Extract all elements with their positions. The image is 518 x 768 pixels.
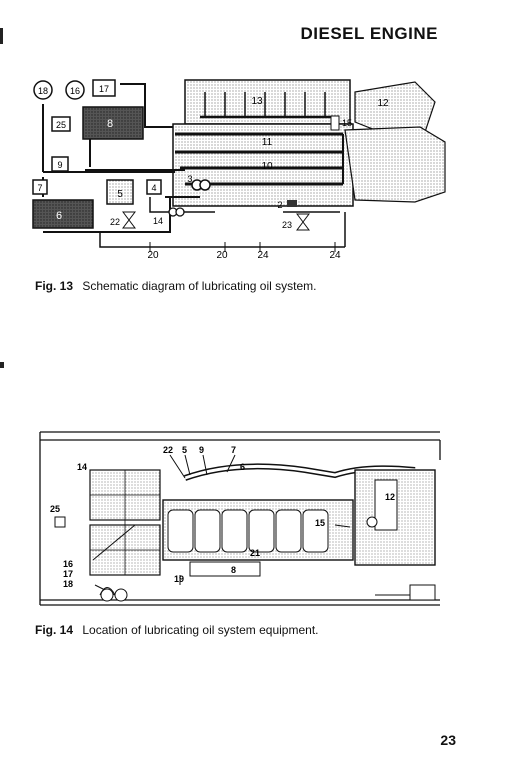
binding-mark (0, 28, 3, 44)
fig13-callout-16: 16 (70, 86, 80, 96)
fig14-callout-21: 21 (250, 548, 260, 558)
fig13-callout-22: 22 (110, 217, 120, 227)
page-header-title: DIESEL ENGINE (300, 24, 438, 43)
valve-7 (32, 179, 48, 195)
gauge-18 (33, 80, 53, 100)
oil-tank-6 (32, 199, 94, 229)
fig14-callout-6: 6 (240, 462, 245, 472)
fig13-callout-6: 6 (56, 210, 62, 222)
engine-block (172, 123, 354, 207)
fig13-caption-text: Schematic diagram of lubricating oil sys… (82, 279, 317, 293)
fig13-callout-14: 14 (153, 216, 163, 226)
fig14-callout-12: 12 (385, 492, 395, 502)
fig13-callout-11: 11 (262, 137, 273, 148)
locomotive-frame (39, 431, 441, 606)
fig13-callout-24b: 24 (329, 250, 341, 261)
fig13-callout-23: 23 (282, 220, 292, 230)
fig14-caption-text: Location of lubricating oil system equip… (82, 623, 319, 637)
turbocharger-shape (354, 81, 436, 135)
fig14-callout-17: 17 (63, 569, 73, 579)
fig13-callout-17: 17 (99, 84, 109, 94)
fig14-callout-5: 5 (182, 445, 187, 455)
sensor-25 (51, 116, 71, 132)
fig13-callout-5: 5 (117, 189, 123, 200)
fig14-callout-15: 15 (315, 518, 325, 528)
fig13-callout-12: 12 (377, 98, 389, 109)
fig13-callout-25: 25 (56, 120, 66, 130)
generator-housing (344, 126, 446, 203)
fig14-equipment-location: 22 5 9 7 6 14 25 12 15 21 8 16 17 18 19 (39, 431, 441, 606)
fig13-caption: Fig. 13 Schematic diagram of lubricating… (35, 279, 316, 293)
switch-17 (92, 79, 116, 97)
fig13-callout-7: 7 (37, 183, 42, 193)
margin-mark (0, 362, 4, 368)
fig13-callout-10: 10 (261, 161, 273, 172)
fig14-callout-16: 16 (63, 559, 73, 569)
filter-8 (82, 106, 144, 140)
sensor-25-box (54, 516, 66, 528)
page-number: 23 (440, 732, 456, 748)
fig13-callout-15: 15 (342, 118, 352, 128)
fig14-callout-25: 25 (50, 504, 60, 514)
fig13-callout-9: 9 (57, 160, 62, 170)
fig14-callout-14: 14 (77, 462, 87, 472)
fig13-callout-20b: 20 (216, 250, 228, 261)
fig14-callout-9: 9 (199, 445, 204, 455)
fig14-callout-18: 18 (63, 579, 73, 589)
fig13-label: Fig. 13 (35, 279, 74, 293)
fig14-callout-22: 22 (163, 445, 173, 455)
fig14-caption: Fig. 14 Location of lubricating oil syst… (35, 623, 319, 637)
fig14-label: Fig. 14 (35, 623, 74, 637)
valve-9 (51, 156, 69, 172)
fig13-callout-20a: 20 (147, 250, 159, 261)
fig14-callout-8: 8 (231, 565, 236, 575)
gauge-16 (65, 80, 85, 100)
fig13-callout-2: 2 (277, 200, 282, 210)
fig13-callout-3: 3 (187, 174, 192, 184)
fig13-callout-4: 4 (151, 183, 156, 193)
fig14-callout-7: 7 (231, 445, 236, 455)
cooler-5 (106, 179, 134, 205)
fig14-callout-19: 19 (174, 574, 184, 584)
fig13-schematic: 6 8 5 18 16 17 25 9 7 4 3 14 22 23 2 13 … (32, 79, 446, 261)
valve-4 (146, 179, 162, 195)
fig13-callout-24a: 24 (257, 250, 269, 261)
fig13-callout-18: 18 (38, 86, 48, 96)
fig13-callout-13: 13 (251, 96, 263, 107)
fig13-callout-8: 8 (107, 118, 113, 130)
